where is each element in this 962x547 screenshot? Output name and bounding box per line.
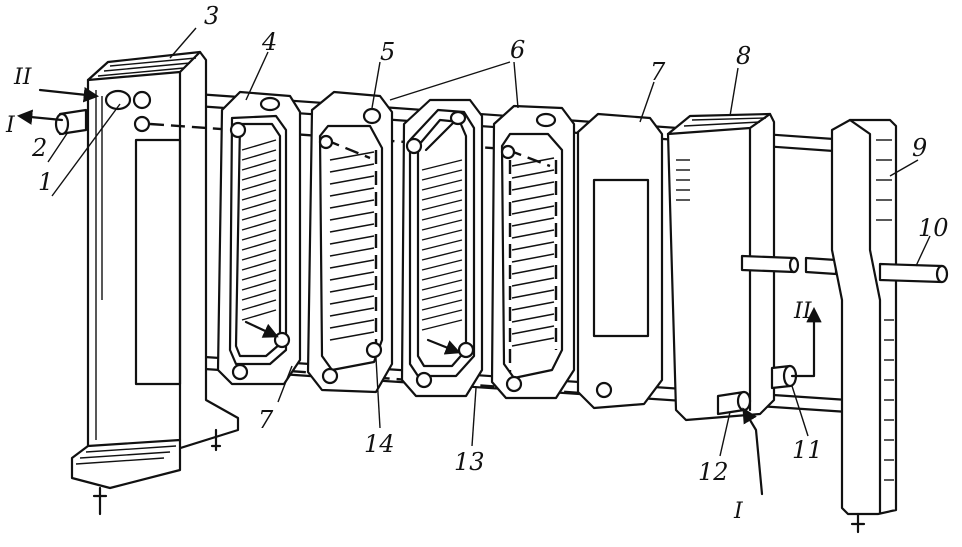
rear-support-column xyxy=(830,118,949,534)
leader-lines xyxy=(47,27,931,457)
rods-between-plates xyxy=(740,254,838,276)
label-5: 5 xyxy=(380,38,395,66)
heat-exchange-plate-5 xyxy=(306,90,394,394)
label-11: 11 xyxy=(792,436,823,464)
label-3: 3 xyxy=(204,2,219,30)
label-9: 9 xyxy=(912,134,927,162)
label-12: 12 xyxy=(698,458,729,486)
label-inlet-I: I xyxy=(733,499,744,524)
label-6: 6 xyxy=(510,36,525,64)
label-13: 13 xyxy=(454,448,485,476)
label-14: 14 xyxy=(364,430,395,458)
label-7-bottom: 7 xyxy=(258,406,274,434)
heat-exchange-plate-6b xyxy=(490,104,576,400)
flow-arrows xyxy=(16,87,822,496)
label-7-top: 7 xyxy=(650,58,666,86)
label-4: 4 xyxy=(261,28,277,56)
labels: 3 4 5 6 7 8 9 10 1 2 7 14 13 12 11 II I … xyxy=(5,2,949,524)
end-plate xyxy=(576,112,664,410)
heat-exchange-plate-4 xyxy=(216,90,302,386)
label-inlet-II: II xyxy=(13,65,33,90)
fixed-frame-plate xyxy=(54,50,240,516)
label-1: 1 xyxy=(38,168,53,196)
label-8: 8 xyxy=(736,42,751,70)
label-10: 10 xyxy=(918,214,949,242)
label-outlet-I: I xyxy=(5,113,16,138)
heat-exchange-plate-6a xyxy=(400,98,484,398)
label-outlet-II: II xyxy=(793,299,813,324)
label-2: 2 xyxy=(31,134,47,162)
